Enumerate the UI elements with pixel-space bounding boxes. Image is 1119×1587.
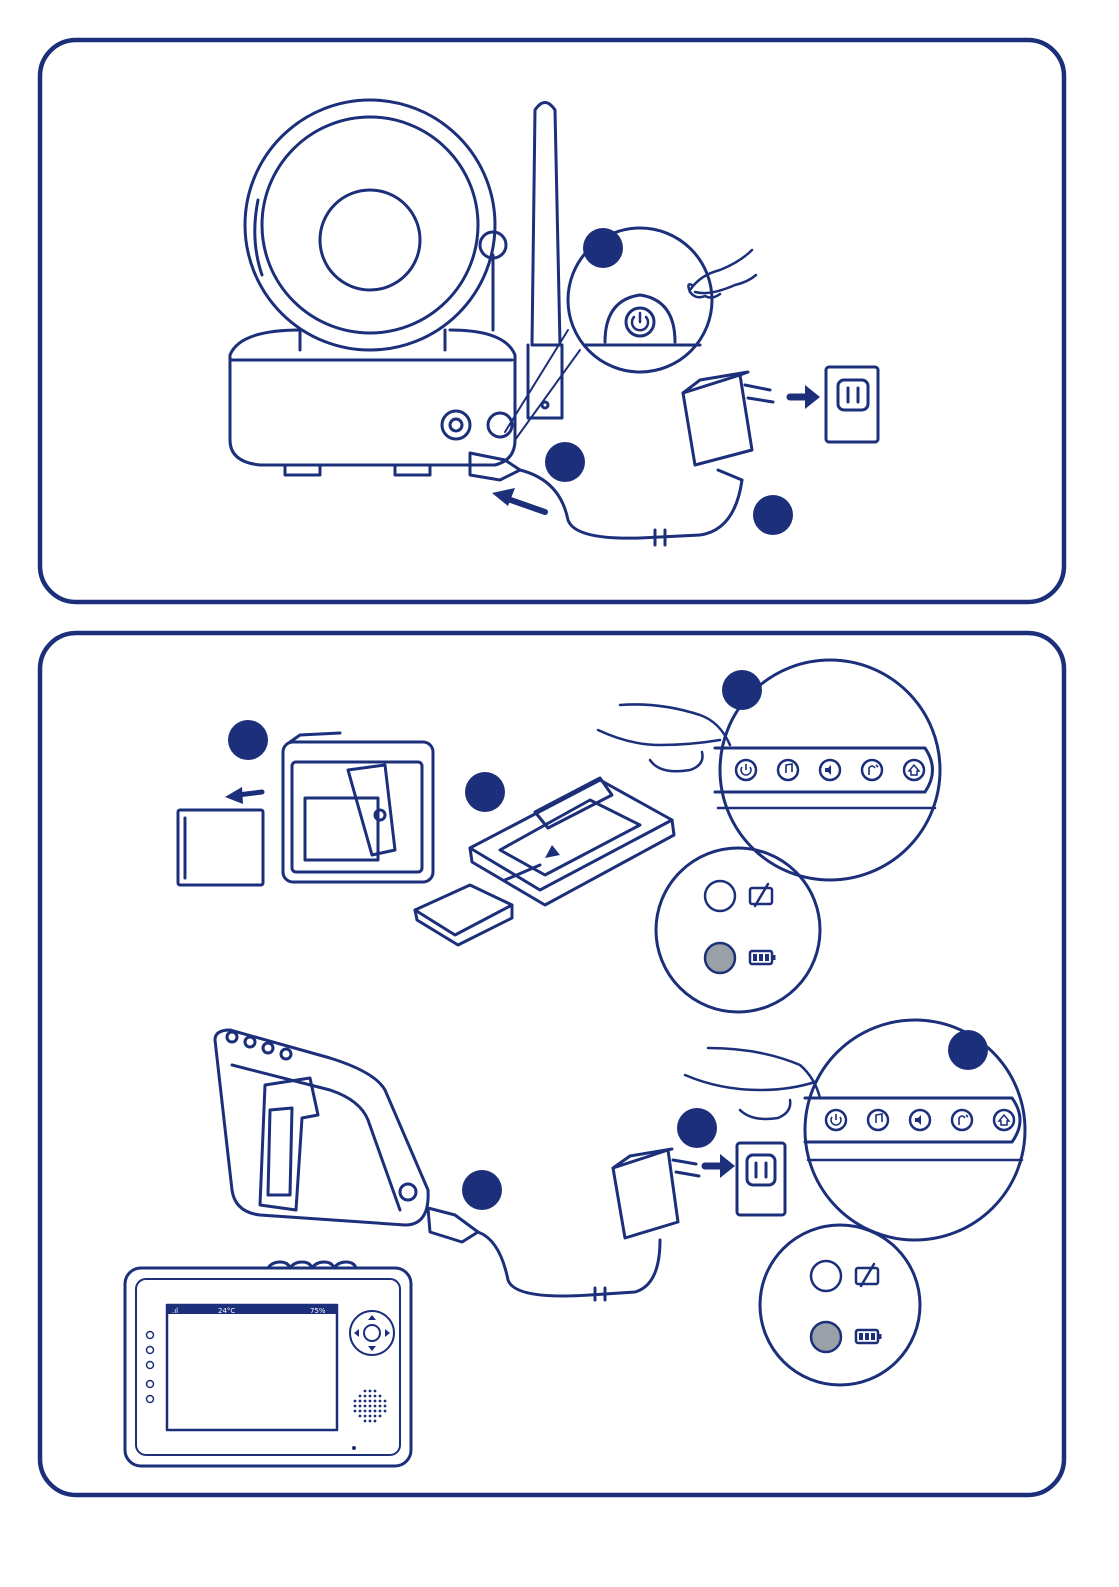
wall-outlet-icon [826,367,878,442]
music-note-icon [778,760,798,780]
speaker-hole [384,1410,387,1413]
power-icon [736,760,756,780]
speaker-hole [359,1405,362,1408]
speaker-hole [359,1415,362,1418]
power-icon [826,1110,846,1130]
speaker-hole [369,1405,372,1408]
arrow-right-icon [705,1154,735,1178]
camera-icon [230,100,515,475]
battery-removal [178,733,433,885]
camera-select-icon [994,1110,1014,1130]
power-adapter-icon [683,372,773,480]
arrow-left-icon [492,488,545,512]
speaker-hole [359,1410,362,1413]
speaker-hole [364,1390,367,1393]
speaker-hole [384,1400,387,1403]
step-badge-camera-power [583,228,623,268]
step-badge-camera-plug [545,442,585,482]
speaker-hole [369,1400,372,1403]
speaker-hole [374,1415,377,1418]
talk-icon [952,1110,972,1130]
camera-select-icon [904,760,924,780]
antenna-icon [528,103,562,419]
speaker-hole [369,1415,372,1418]
hand-icon [685,1048,820,1119]
speaker-hole [369,1395,372,1398]
panel-camera-setup [40,40,1064,602]
wall-outlet-icon [737,1143,785,1215]
speaker-hole [354,1400,357,1403]
step-badge-battery-remove [228,720,268,760]
talk-icon [862,760,882,780]
battery-unplugged-icon [856,1264,878,1286]
speaker-hole [364,1415,367,1418]
speaker-hole [364,1400,367,1403]
speaker-hole [374,1405,377,1408]
led-on-indicator [705,943,735,973]
battery-insert [415,778,674,945]
speaker-grille [354,1390,387,1423]
arrow-left-icon [225,787,262,804]
speaker-hole [369,1420,372,1423]
speaker-hole [359,1395,362,1398]
volume-icon [820,760,840,780]
speaker-hole [374,1420,377,1423]
step-badge-battery-insert [465,772,505,812]
parent-unit-front: .ıl 24°C 75% [125,1262,411,1466]
speaker-hole [364,1420,367,1423]
speaker-hole [369,1410,372,1413]
hand-icon [598,704,730,771]
panel-frame-2 [40,633,1064,1495]
led-legend [656,848,820,1012]
speaker-hole [374,1390,377,1393]
led-on-indicator [811,1322,841,1352]
speaker-hole [379,1405,382,1408]
speaker-hole [359,1400,362,1403]
speaker-hole [374,1395,377,1398]
battery-unplugged-icon [750,884,772,906]
battery-full-icon [750,951,776,964]
step-badge-parent-adapter [677,1108,717,1148]
dc-plug-cable-2 [428,1208,660,1300]
speaker-hole [379,1410,382,1413]
volume-icon [910,1110,930,1130]
panel-parent-unit-setup: .ıl 24°C 75% [40,633,1064,1495]
step-badge-parent-power-2 [948,1030,988,1070]
speaker-hole [374,1400,377,1403]
power-adapter-icon [613,1149,699,1238]
music-note-icon [868,1110,888,1130]
screen-battery-text: 75% [310,1307,326,1315]
arrow-right-icon [790,385,820,409]
parent-unit-back [215,1030,428,1225]
battery-full-icon [856,1330,882,1343]
speaker-hole [364,1410,367,1413]
speaker-hole [364,1395,367,1398]
step-badge-parent-plug [462,1170,502,1210]
led-off-indicator [705,881,735,911]
speaker-hole [384,1405,387,1408]
led-legend-2 [760,1225,920,1385]
led-off-indicator [811,1261,841,1291]
speaker-hole [374,1410,377,1413]
speaker-hole [379,1400,382,1403]
screen-temp-text: 24°C [218,1307,235,1315]
speaker-hole [379,1415,382,1418]
screen-signal-text: .ıl [172,1307,178,1315]
speaker-hole [379,1395,382,1398]
speaker-hole [354,1405,357,1408]
step-badge-camera-adapter [753,495,793,535]
panel-frame [40,40,1064,602]
speaker-hole [369,1390,372,1393]
speaker-hole [364,1405,367,1408]
speaker-hole [354,1410,357,1413]
